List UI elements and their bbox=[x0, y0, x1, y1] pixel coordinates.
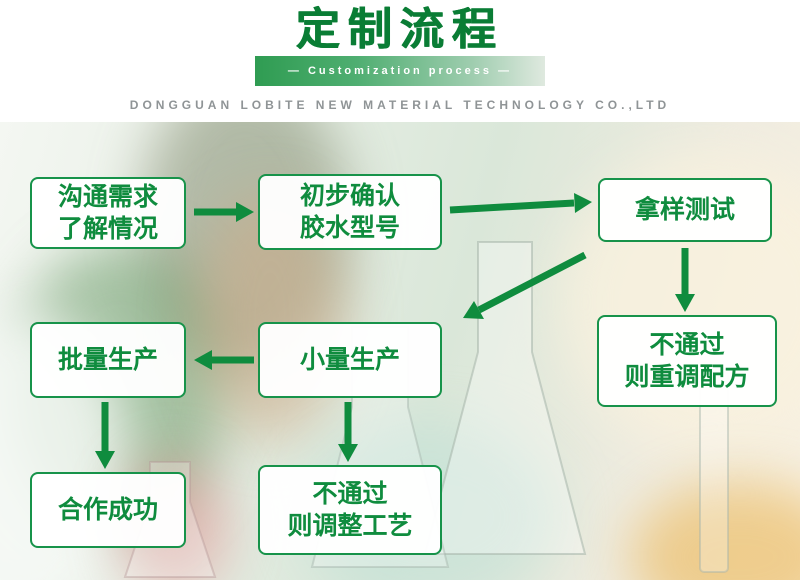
arrow-sample-to-fail-reformulate bbox=[675, 248, 695, 312]
arrow-small-batch-to-mass bbox=[194, 350, 254, 370]
flow-box-fail-reformulate: 不通过 则重调配方 bbox=[597, 315, 777, 407]
flow-box-label: 批量生产 bbox=[57, 345, 158, 374]
arrow-small-batch-to-fail-adjust bbox=[338, 402, 358, 462]
flow-box-label: 不通过 bbox=[312, 479, 388, 508]
flow-box-label: 合作成功 bbox=[57, 495, 158, 524]
flowchart: 沟通需求 了解情况 初步确认 胶水型号 拿样测试 不通过 则重调配方 小量生产 … bbox=[0, 122, 800, 580]
flow-box-label: 拿样测试 bbox=[634, 195, 735, 224]
flow-box-fail-adjust-process: 不通过 则调整工艺 bbox=[258, 465, 442, 555]
flow-box-sample-test: 拿样测试 bbox=[598, 178, 772, 242]
flow-box-label: 沟通需求 bbox=[57, 182, 158, 211]
page-title: 定制流程 bbox=[296, 5, 504, 54]
flow-box-cooperation-success: 合作成功 bbox=[30, 472, 186, 548]
flow-arrows bbox=[95, 193, 695, 469]
flow-box-label: 小量生产 bbox=[299, 345, 400, 374]
arrow-confirm-to-sample bbox=[449, 193, 592, 214]
subtitle-text: — Customization process — bbox=[287, 65, 513, 77]
header: 定制流程 — Customization process — DONGGUAN … bbox=[0, 0, 800, 112]
flow-box-label: 不通过 bbox=[649, 330, 725, 359]
company-name: DONGGUAN LOBITE NEW MATERIAL TECHNOLOGY … bbox=[129, 98, 671, 112]
flow-box-communicate: 沟通需求 了解情况 bbox=[30, 177, 186, 249]
flow-box-label: 则重调配方 bbox=[624, 363, 750, 391]
arrow-communicate-to-confirm bbox=[194, 202, 254, 222]
flow-box-label: 则调整工艺 bbox=[287, 512, 413, 540]
subtitle-banner: — Customization process — bbox=[255, 56, 545, 86]
flow-box-confirm-glue-model: 初步确认 胶水型号 bbox=[258, 174, 442, 250]
flow-box-mass-production: 批量生产 bbox=[30, 322, 186, 398]
arrow-sample-to-small-batch bbox=[463, 251, 587, 319]
flask-icon bbox=[423, 241, 587, 555]
arrow-mass-to-success bbox=[95, 402, 115, 469]
flow-box-small-batch: 小量生产 bbox=[258, 322, 442, 398]
flow-box-label: 初步确认 bbox=[299, 181, 400, 210]
flow-box-label: 了解情况 bbox=[57, 215, 158, 243]
flow-box-label: 胶水型号 bbox=[299, 214, 400, 242]
